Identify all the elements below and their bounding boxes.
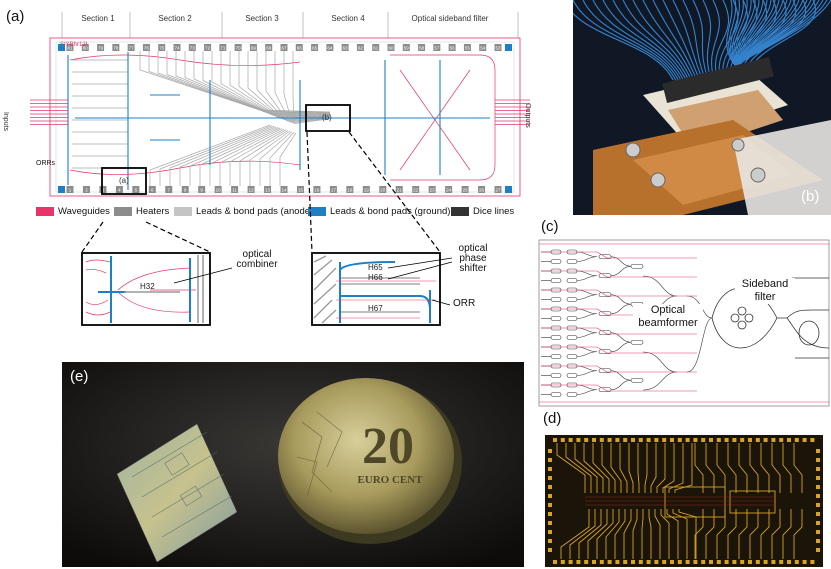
section-4-label: Section 4 [331, 14, 365, 23]
bond-pad-number: 6 [151, 188, 154, 193]
bond-pad-number: 57 [434, 46, 440, 51]
bond-pad-number: 21 [397, 188, 403, 193]
legend: Waveguides Heaters Leads & bond pads (an… [36, 206, 536, 218]
die-traces [545, 435, 823, 567]
bond-pad-number: 16 [314, 188, 320, 193]
bond-pad-number: 14 [281, 188, 287, 193]
panel-e-photo: (e) 20 EURO CENT [62, 362, 524, 567]
section-2-label: Section 2 [158, 14, 192, 23]
bond-pad-number: 63 [343, 46, 349, 51]
bond-pad-number: 4 [118, 188, 121, 193]
bond-pad-number: 66 [297, 46, 303, 51]
heater-label-h32: H32 [140, 282, 155, 291]
bond-pad-number: 8 [184, 188, 187, 193]
phase-shifter-callout: optical phase shifter [458, 243, 488, 274]
bond-pad-number: 7 [168, 188, 171, 193]
bond-pad-number: 68 [266, 46, 272, 51]
bond-pad-number: 61 [373, 46, 379, 51]
bond-pad-number: 74 [174, 46, 180, 51]
bond-pad-number: 12 [249, 188, 255, 193]
zoom-connectors [81, 131, 453, 326]
bond-pad-number: 78 [113, 46, 119, 51]
bond-pad-number: 69 [251, 46, 257, 51]
section-3-label: Section 3 [245, 14, 279, 23]
coin-text: EURO CENT [357, 474, 423, 486]
bond-pad-number: 11 [232, 188, 237, 193]
bond-pad-number: 81 [67, 46, 73, 51]
bond-pad-number: 79 [98, 46, 104, 51]
bond-pad-number: 26 [479, 188, 485, 193]
bond-pad-number: 56 [450, 46, 456, 51]
bond-pad-number: 1 [69, 188, 72, 193]
bond-pad-number: 23 [430, 188, 436, 193]
orrs-label: ORRs [36, 160, 56, 167]
bond-pad-number: 13 [265, 188, 271, 193]
bond-pad-number: 3 [102, 188, 105, 193]
bond-pad-number: 62 [358, 46, 364, 51]
bond-pad-number: 77 [129, 46, 135, 51]
bond-pad-number: 25 [463, 188, 469, 193]
panel-a: (a) Section 1 Section 2 Section 3 Sectio… [0, 0, 560, 330]
bond-pad-number: 80 [83, 46, 89, 51]
chip-id: SIYBhr12I [60, 42, 88, 48]
coin-value: 20 [362, 418, 414, 475]
panel-c-label: (c) [541, 218, 559, 235]
panel-b-label: (b) [801, 188, 820, 205]
bond-pad-number: 76 [144, 46, 150, 51]
bond-pad-number: 15 [298, 188, 304, 193]
chip-and-coin-photo [62, 362, 524, 567]
panel-a-label: (a) [6, 8, 25, 25]
bond-pad-number: 65 [312, 46, 318, 51]
optical-combiner-callout: optical combiner [236, 249, 278, 270]
panel-d: (d) [537, 408, 831, 569]
bond-pad-number: 22 [413, 188, 419, 193]
legend-swatch [308, 207, 326, 216]
bond-pad-number: 53 [495, 46, 501, 51]
legend-swatch [36, 207, 54, 216]
sideband-filter-label: Optical sideband filter [411, 14, 489, 23]
bond-pad-number: 20 [380, 188, 386, 193]
optical-beamformer-label: Optical beamformer [633, 304, 703, 330]
bond-pad-number: 72 [205, 46, 211, 51]
bond-pad-number: 64 [327, 46, 333, 51]
chip-die-photo [545, 435, 823, 567]
bond-pad-number: 9 [200, 188, 203, 193]
bond-pad-number: 54 [480, 46, 486, 51]
inset-a-label: (a) [119, 176, 129, 185]
bond-pad-number: 71 [220, 46, 226, 51]
bond-pad-number: 60 [388, 46, 394, 51]
panel-c: (c) Optical beamformer Sideband filter [537, 218, 831, 408]
bond-pad-number: 70 [236, 46, 242, 51]
inset-b-label: (b) [322, 113, 332, 122]
bond-pad-number: 58 [419, 46, 425, 51]
section-1-label: Section 1 [81, 14, 115, 23]
bond-pad-number: 67 [281, 46, 287, 51]
photo-fiber-bundle [573, 0, 831, 215]
bond-pad-number: 73 [190, 46, 196, 51]
legend-swatch [174, 207, 192, 216]
orr-callout: ORR [453, 298, 476, 309]
bond-pad-number: 10 [216, 188, 222, 193]
panel-e-label: (e) [70, 368, 89, 385]
bond-pad-number: 2 [85, 188, 88, 193]
bond-pad-number: 27 [495, 188, 501, 193]
bond-pad-number: 75 [159, 46, 165, 51]
legend-swatch [114, 207, 132, 216]
legend-swatch [451, 207, 469, 216]
panel-b-photo: (b) [573, 0, 831, 215]
heater-label-h67: H67 [368, 304, 383, 313]
heater-label-h66: H66 [368, 273, 383, 282]
bond-pad-number: 55 [465, 46, 471, 51]
bond-pad-number: 19 [364, 188, 370, 193]
bond-pad-number: 59 [404, 46, 410, 51]
sideband-filter-label-c: Sideband filter [735, 278, 795, 304]
bond-pad-number: 18 [347, 188, 353, 193]
bond-pad-number: 17 [331, 188, 337, 193]
heater-label-h65: H65 [368, 263, 383, 272]
panel-d-label: (d) [543, 410, 562, 427]
bond-pad-number: 24 [446, 188, 452, 193]
bond-pad-number: 5 [135, 188, 138, 193]
